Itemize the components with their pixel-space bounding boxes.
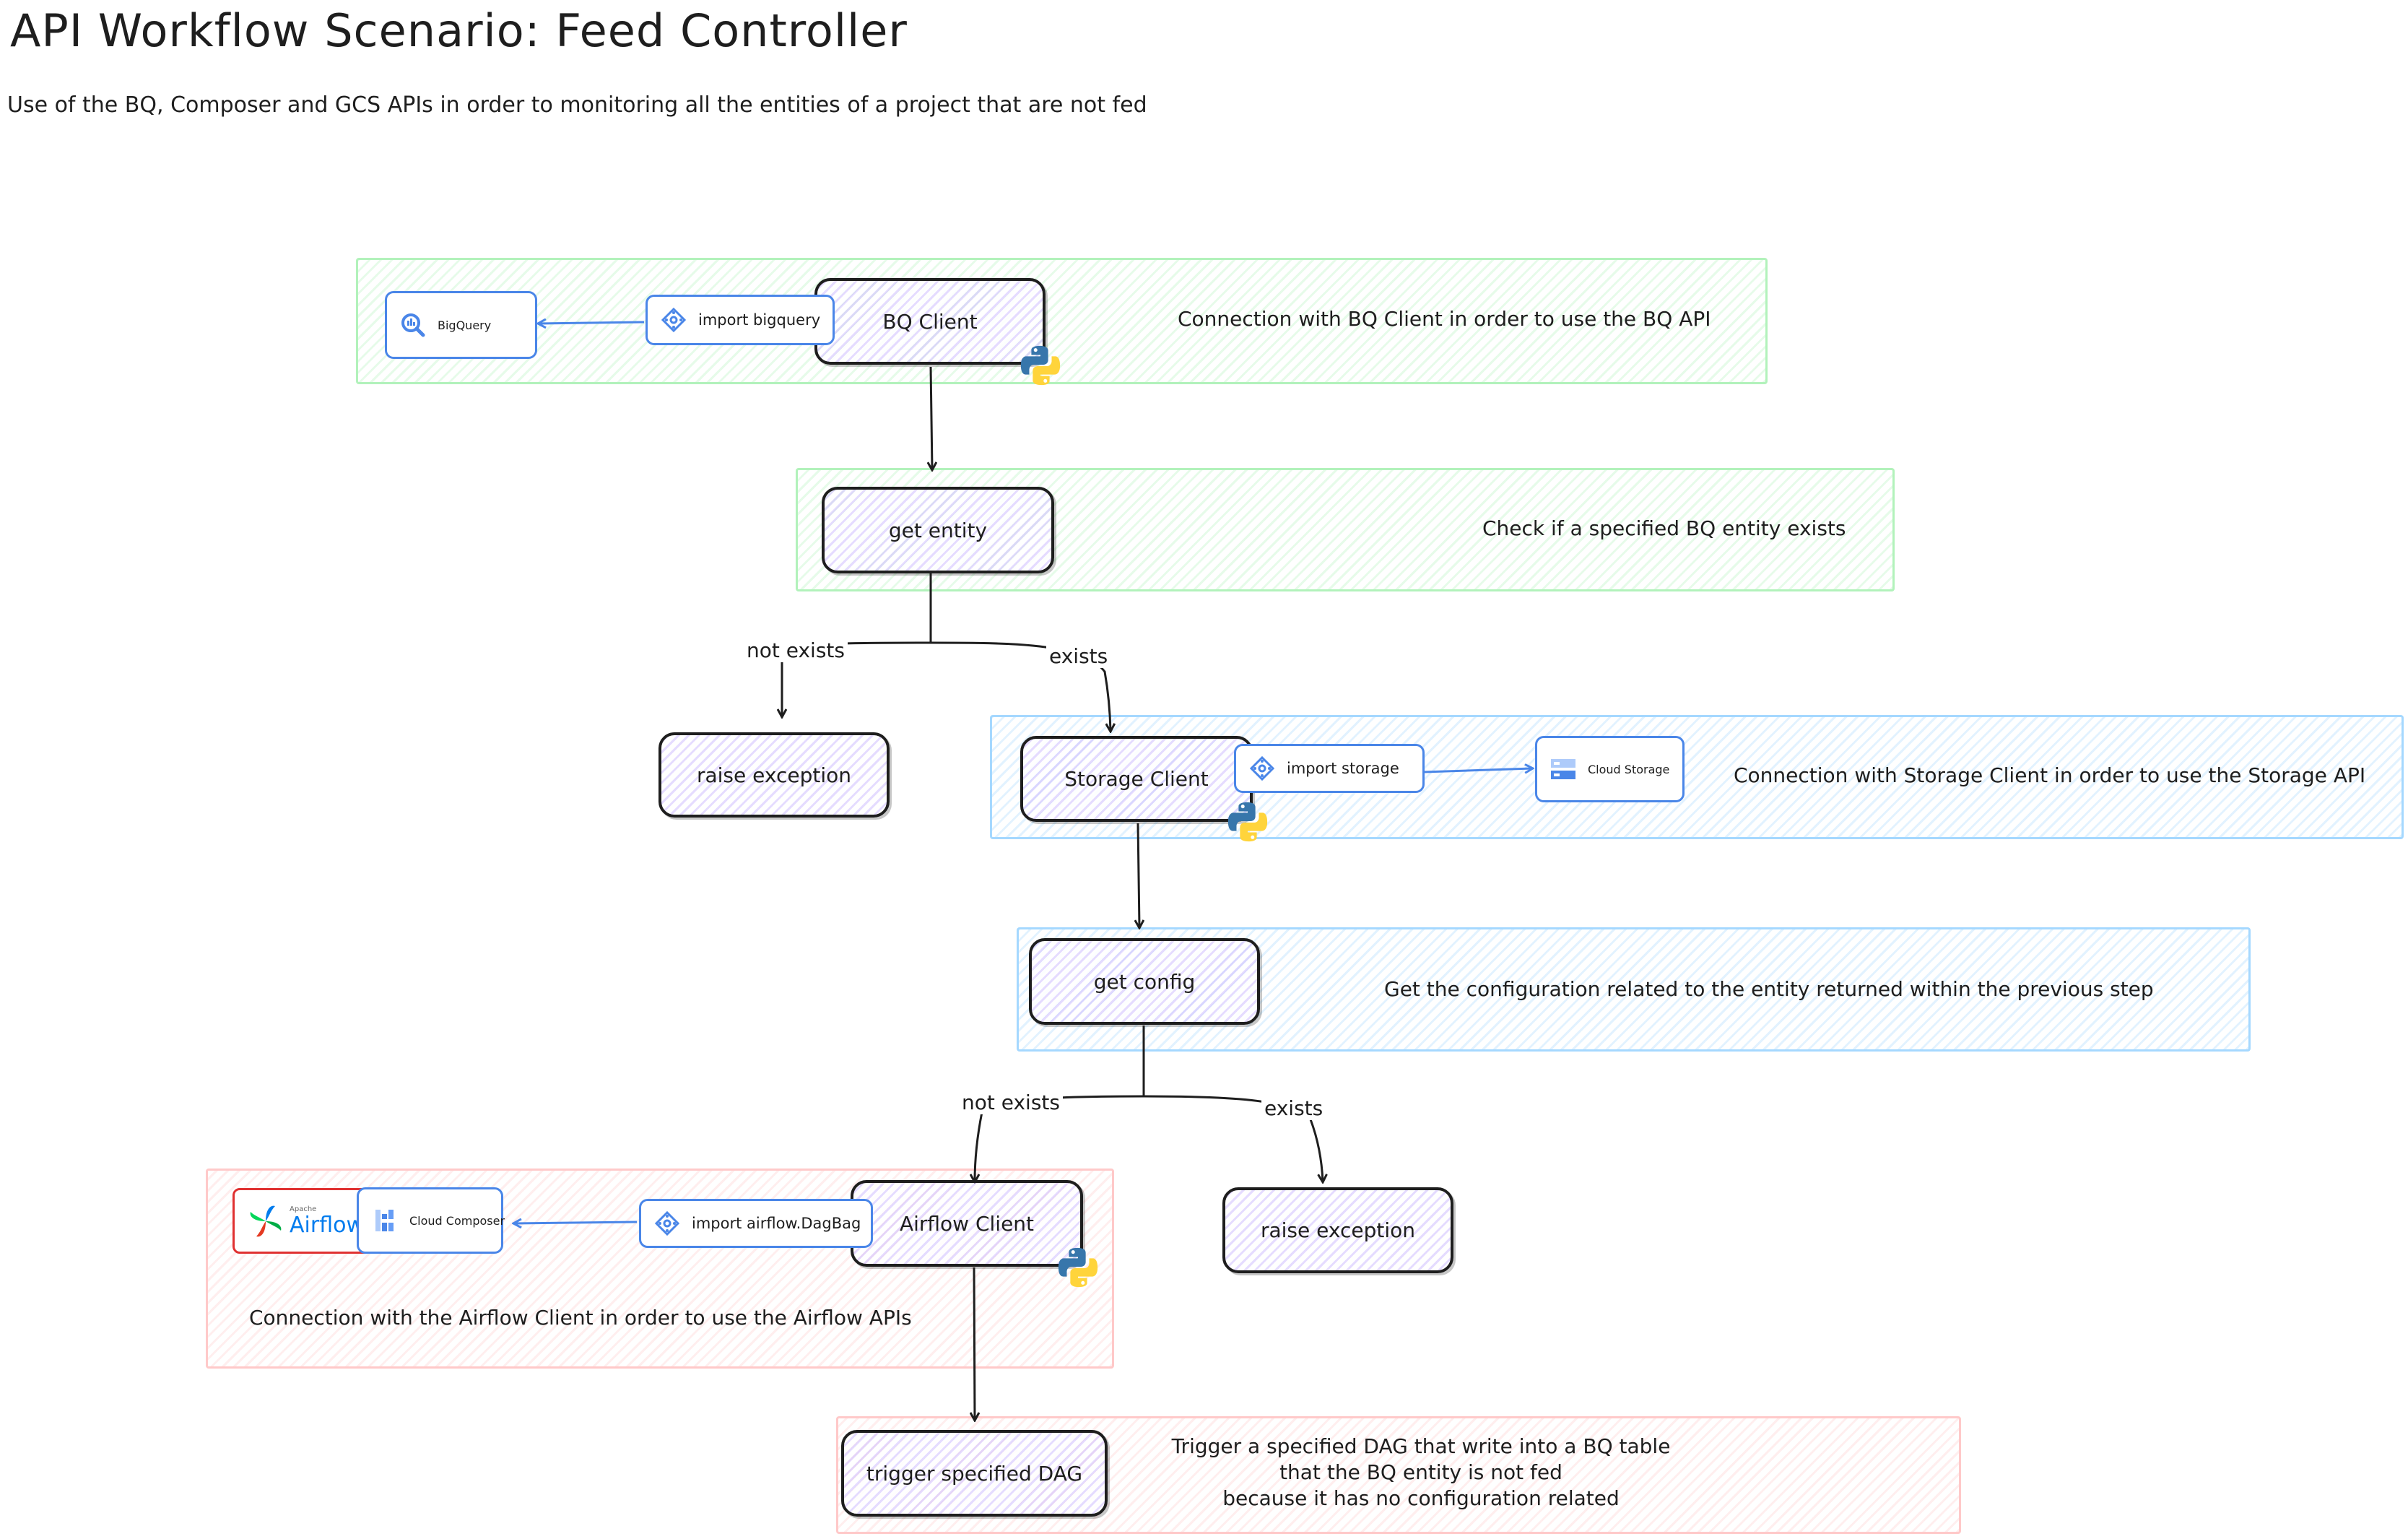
cloud-storage-label: Cloud Storage [1588,762,1670,776]
airflow-client-node[interactable]: Airflow Client [851,1180,1083,1267]
storage-client-note: Connection with Storage Client in order … [1734,763,2366,787]
import-airflow-chip[interactable]: import airflow.DagBag [639,1199,873,1248]
get-entity-note: Check if a specified BQ entity exists [1482,516,1846,540]
api-icon [659,305,688,334]
import-bigquery-label: import bigquery [698,311,821,329]
python-icon [1058,1247,1098,1288]
cloud-storage-service-chip[interactable]: Cloud Storage [1535,736,1685,802]
cloud-composer-service-chip[interactable]: Cloud Composer [357,1187,505,1254]
page-title: API Workflow Scenario: Feed Controller [10,4,908,57]
raise-exception-node[interactable]: raise exception [1222,1187,1453,1273]
bq-client-zone [356,258,1768,384]
import-bigquery-chip[interactable]: import bigquery [646,295,835,345]
airflow-logo: Apache Airflow [232,1188,377,1254]
airflow-client-note: Connection with the Airflow Client in or… [249,1306,912,1330]
page-subtitle: Use of the BQ, Composer and GCS APIs in … [7,92,1147,118]
cloud-composer-label: Cloud Composer [409,1213,505,1228]
import-storage-label: import storage [1287,760,1399,777]
python-icon [1227,802,1268,842]
edge-label-exists-entity: exists [1046,644,1111,668]
edge-label-not-exists-entity: not exists [744,638,848,662]
cloud-composer-icon [370,1206,399,1235]
raise-exception-node[interactable]: raise exception [658,732,890,818]
import-airflow-label: import airflow.DagBag [692,1215,861,1232]
bigquery-service-chip[interactable]: BigQuery [385,291,537,359]
airflow-logo-small-text: Apache [290,1205,317,1213]
trigger-dag-note: Trigger a specified DAG that write into … [1171,1434,1671,1510]
get-config-note: Get the configuration related to the ent… [1384,977,2154,1001]
api-icon [653,1209,682,1238]
edge-label-exists-config: exists [1261,1096,1326,1120]
bq-client-node[interactable]: BQ Client [814,278,1046,365]
airflow-pinwheel-icon [250,1205,282,1236]
get-config-node[interactable]: get config [1029,938,1260,1025]
bq-client-note: Connection with BQ Client in order to us… [1178,307,1711,331]
python-icon [1020,345,1061,386]
get-entity-node[interactable]: get entity [822,487,1054,573]
trigger-dag-node[interactable]: trigger specified DAG [841,1430,1108,1517]
bigquery-icon [399,311,427,339]
cloud-storage-icon [1549,755,1578,784]
api-icon [1248,754,1277,783]
bigquery-label: BigQuery [438,318,492,332]
airflow-logo-text: Airflow [290,1212,364,1238]
import-storage-chip[interactable]: import storage [1234,744,1425,793]
storage-client-node[interactable]: Storage Client [1020,736,1253,822]
edge-label-not-exists-config: not exists [959,1091,1063,1114]
